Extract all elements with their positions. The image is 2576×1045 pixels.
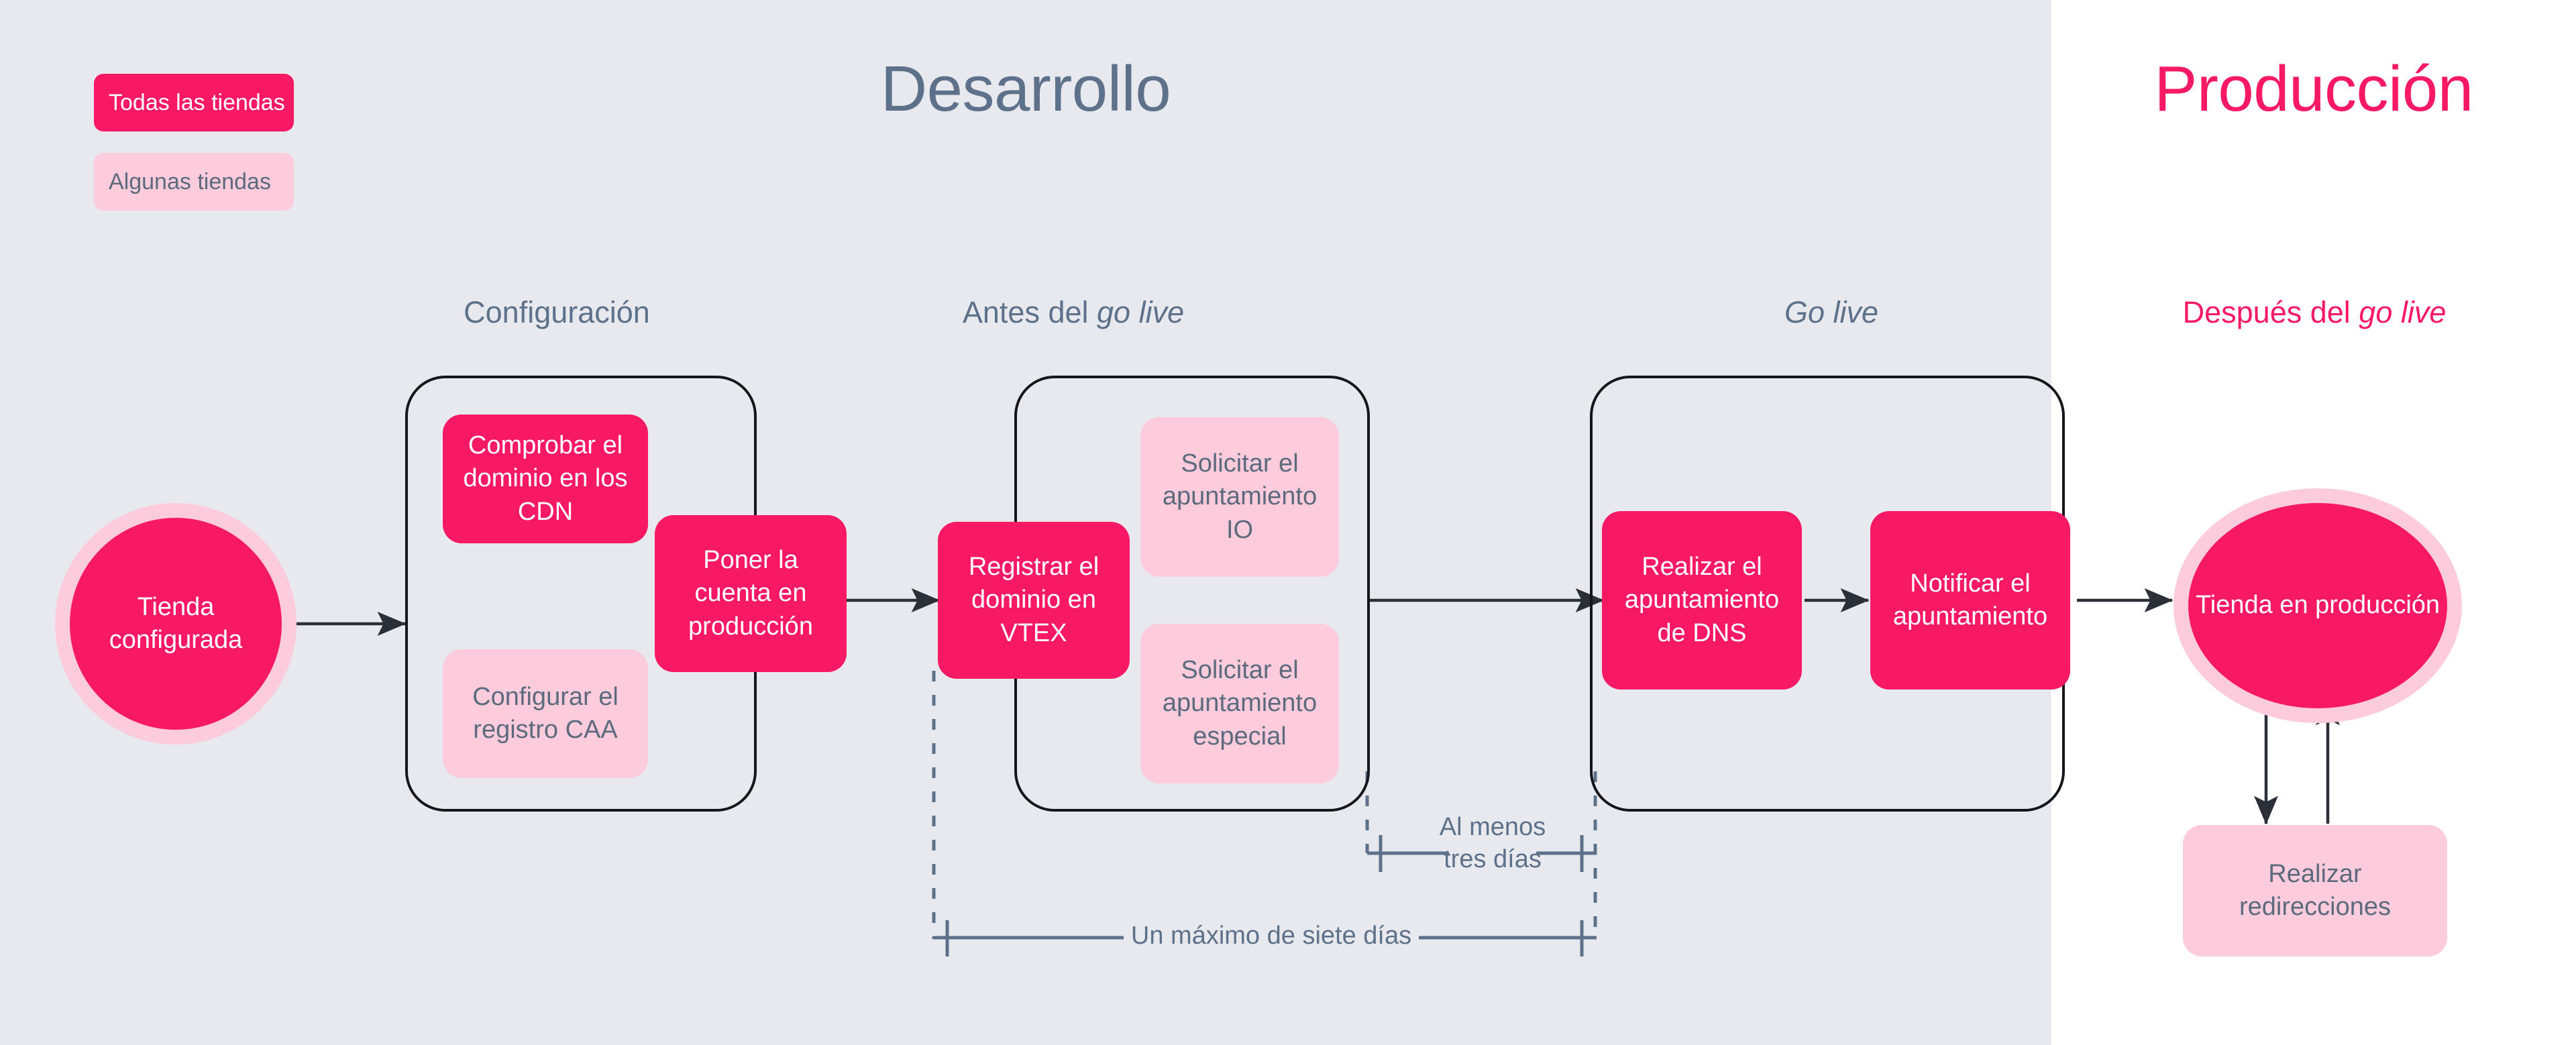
node-tienda-en-produccion[interactable]: Tienda en producción (2174, 488, 2462, 723)
node-comprobar-dominio-cdn[interactable]: Comprobar el dominio en los CDN (443, 415, 648, 543)
node-configurar-registro-caa[interactable]: Configurar el registro CAA (443, 649, 648, 778)
stage-heading-go-live: Go live (1650, 295, 2012, 330)
development-title: Desarrollo (880, 53, 1171, 125)
legend-some-stores[interactable]: Algunas tiendas (94, 153, 294, 211)
node-notificar-apuntamiento[interactable]: Notificar el apuntamiento (1870, 511, 2070, 690)
node-realizar-redirecciones[interactable]: Realizar redirecciones (2183, 825, 2447, 956)
node-poner-cuenta-produccion[interactable]: Poner la cuenta en producción (655, 515, 847, 672)
stage-heading-despues-prefix: Después del (2182, 295, 2359, 329)
node-tienda-configurada[interactable]: Tienda configurada (55, 503, 297, 745)
node-realizar-apuntamiento-dns[interactable]: Realizar el apuntamiento de DNS (1602, 511, 1802, 690)
stage-heading-despues-italic: go live (2359, 295, 2447, 329)
stage-heading-antes-italic: go live (1097, 295, 1185, 329)
stage-heading-antes-go-live: Antes del go live (892, 295, 1254, 330)
node-solicitar-apuntamiento-especial[interactable]: Solicitar el apuntamiento especial (1140, 624, 1339, 783)
legend-all-stores[interactable]: Todas las tiendas (94, 74, 294, 131)
node-registrar-dominio-vtex[interactable]: Registrar el dominio en VTEX (938, 522, 1130, 679)
annotation-three-days: Al menos tres días (1439, 813, 1546, 873)
production-title: Producción (2154, 53, 2473, 125)
stage-heading-configuracion-text: Configuración (464, 295, 650, 329)
stage-heading-despues-go-live: Después del go live (2113, 295, 2516, 330)
stage-heading-configuracion: Configuración (376, 295, 738, 330)
stage-heading-antes-prefix: Antes del (962, 295, 1097, 329)
node-solicitar-apuntamiento-io[interactable]: Solicitar el apuntamiento IO (1140, 417, 1339, 577)
stage-heading-go-live-italic: Go live (1784, 295, 1879, 329)
annotation-seven-days: Un máximo de siete días (1130, 922, 1412, 950)
